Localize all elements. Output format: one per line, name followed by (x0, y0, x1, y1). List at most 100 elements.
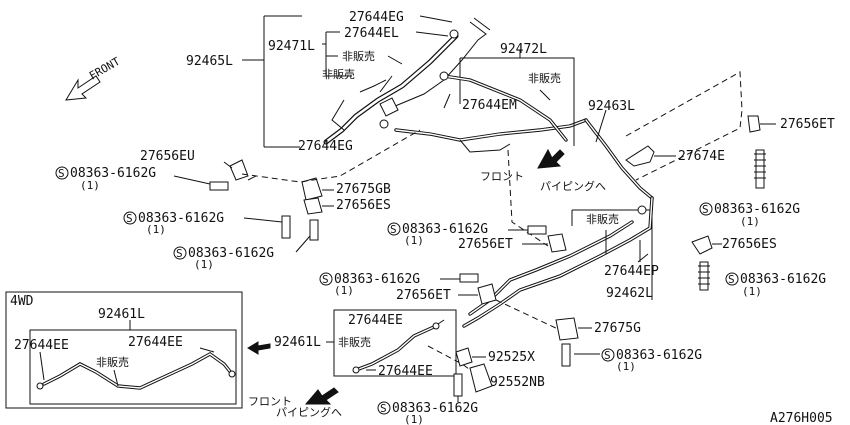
bolt-pn-mid-1: 08363-6162G (402, 222, 488, 237)
label-27656ET-mid-1: 27656ET (458, 237, 513, 252)
label-27644EM: 27644EM (462, 98, 517, 113)
clip-27656ET-mid-1-icon (547, 233, 567, 253)
inset-4wd-box (5, 291, 243, 409)
label-92552NB: 92552NB (490, 375, 545, 390)
bracket-27674E-icon (625, 145, 676, 167)
bolt-qty-left-1: (1) (80, 179, 100, 192)
bolt-symbol-mid-2 (319, 272, 333, 286)
inset-title: 4WD (10, 294, 34, 309)
bolt-symbol-bottom-text: S (380, 402, 387, 415)
label-27675G: 27675G (594, 321, 641, 336)
front-piping-note-2b: パイピングへ (276, 405, 342, 419)
bolt-qty-left-3: (1) (194, 258, 214, 271)
bolt-bottom-icon (453, 373, 463, 397)
clip-27656ES-right-icon (691, 235, 722, 255)
clip-92525X-icon (455, 347, 473, 367)
bolt-symbol-mid-2-text: S (322, 273, 329, 286)
label-92472L: 92472L (500, 42, 547, 57)
label-92461L-center: 92461L (274, 335, 321, 350)
bolt-pn-left-3: 08363-6162G (188, 246, 274, 261)
clip-27656EU-icon (223, 159, 249, 181)
clip-27656ET-right-icon (747, 115, 776, 133)
clip-27675G-icon (555, 317, 592, 341)
bolt-pn-right-1: 08363-6162G (714, 202, 800, 217)
pipe-92462L-group (462, 196, 654, 328)
label-92462L: 92462L (606, 286, 653, 301)
pipe-92463L-group (507, 71, 743, 247)
bolt-symbol-right-2 (725, 272, 739, 286)
label-27656EU: 27656EU (140, 149, 195, 164)
bolt-qty-bottom: (1) (404, 413, 424, 425)
bolt-qty-right-1: (1) (740, 215, 760, 228)
label-27644EE-center-top: 27644EE (348, 313, 403, 328)
label-92465L: 92465L (186, 54, 233, 69)
label-27644EE-center-bottom: 27644EE (378, 364, 433, 379)
bolt-pn-right-2: 08363-6162G (740, 272, 826, 287)
bolt-left-3-icon (309, 219, 319, 241)
not-sold-label-1: 非販売 (342, 50, 375, 63)
not-sold-label-5: 非販売 (338, 336, 371, 349)
bolt-qty-left-2: (1) (146, 223, 166, 236)
label-92471L: 92471L (268, 39, 315, 54)
label-27675GB: 27675GB (336, 182, 391, 197)
front-piping-note-2a: フロント (248, 395, 292, 408)
label-27644EP: 27644EP (604, 264, 659, 279)
leader-dash-92462L (495, 299, 561, 331)
bolt-symbol-left-2-text: S (126, 212, 133, 225)
pipe-92472L-group (439, 50, 575, 146)
bolt-symbol-mid-1 (387, 222, 401, 236)
bolt-symbol-mid-3 (601, 348, 615, 362)
bolt-symbol-mid-1-text: S (390, 223, 397, 236)
front-label: FRONT (87, 55, 123, 83)
label-27656ET-right: 27656ET (780, 117, 835, 132)
bolt-left-2-icon (281, 215, 291, 239)
bolt-qty-mid-3: (1) (616, 360, 636, 373)
bolt-pn-mid-3: 08363-6162G (616, 348, 702, 363)
front-arrow-icon (65, 75, 101, 101)
pipe-92461L-center-group (333, 309, 457, 377)
bolt-symbol-right-2-text: S (728, 273, 735, 286)
bolt-symbol-right-1-text: S (702, 203, 709, 216)
bolt-mid-3-icon (561, 343, 571, 367)
label-27656ES-left: 27656ES (336, 198, 391, 213)
bolt-symbol-left-1 (55, 166, 69, 180)
clip-27675GB-icon (301, 177, 323, 201)
bolt-symbol-left-1-text: S (58, 167, 65, 180)
bolt-right-bottom-icon (698, 261, 710, 291)
front-piping-note-1a: フロント (480, 170, 524, 183)
bolt-symbol-mid-3-text: S (604, 349, 611, 362)
bolt-pn-bottom: 08363-6162G (392, 401, 478, 416)
label-27656ES-right: 27656ES (722, 237, 777, 252)
bolt-qty-mid-1: (1) (404, 234, 424, 247)
inset-arrow-icon (247, 341, 271, 355)
inset-label-92461L: 92461L (98, 307, 145, 322)
label-27644EL: 27644EL (344, 26, 399, 41)
label-92463L: 92463L (588, 99, 635, 114)
bolt-mid-1-icon (527, 225, 547, 235)
bolt-mid-2-icon (459, 273, 479, 283)
bolt-symbol-right-1 (699, 202, 713, 216)
inset-label-27644EE-left: 27644EE (14, 338, 69, 353)
inset-not-sold: 非販売 (96, 356, 129, 369)
front-piping-arrow-icon-lower (304, 387, 339, 405)
front-piping-arrow-icon-upper (537, 148, 565, 169)
inset-label-27644EE-right: 27644EE (128, 335, 183, 350)
not-sold-label-3: 非販売 (528, 72, 561, 85)
label-92525X: 92525X (488, 350, 535, 365)
clip-27656ET-mid-2-icon (477, 283, 497, 305)
bolt-pn-left-2: 08363-6162G (138, 211, 224, 226)
pipe-92465L-group (242, 15, 588, 153)
not-sold-label-4: 非販売 (586, 213, 619, 226)
label-27644EG-top: 27644EG (349, 10, 404, 25)
front-piping-note-1b: パイピングへ (540, 179, 606, 193)
label-27656ET-mid-2: 27656ET (396, 288, 451, 303)
bolt-pn-mid-2: 08363-6162G (334, 272, 420, 287)
not-sold-label-2: 非販売 (322, 68, 355, 81)
bolt-right-top-icon (754, 149, 766, 189)
label-27644EG-bottom: 27644EG (298, 139, 353, 154)
bolt-symbol-left-3-text: S (176, 247, 183, 260)
label-27674E: 27674E (678, 149, 725, 164)
bolt-symbol-left-2 (123, 211, 137, 225)
bolt-pn-left-1: 08363-6162G (70, 166, 156, 181)
